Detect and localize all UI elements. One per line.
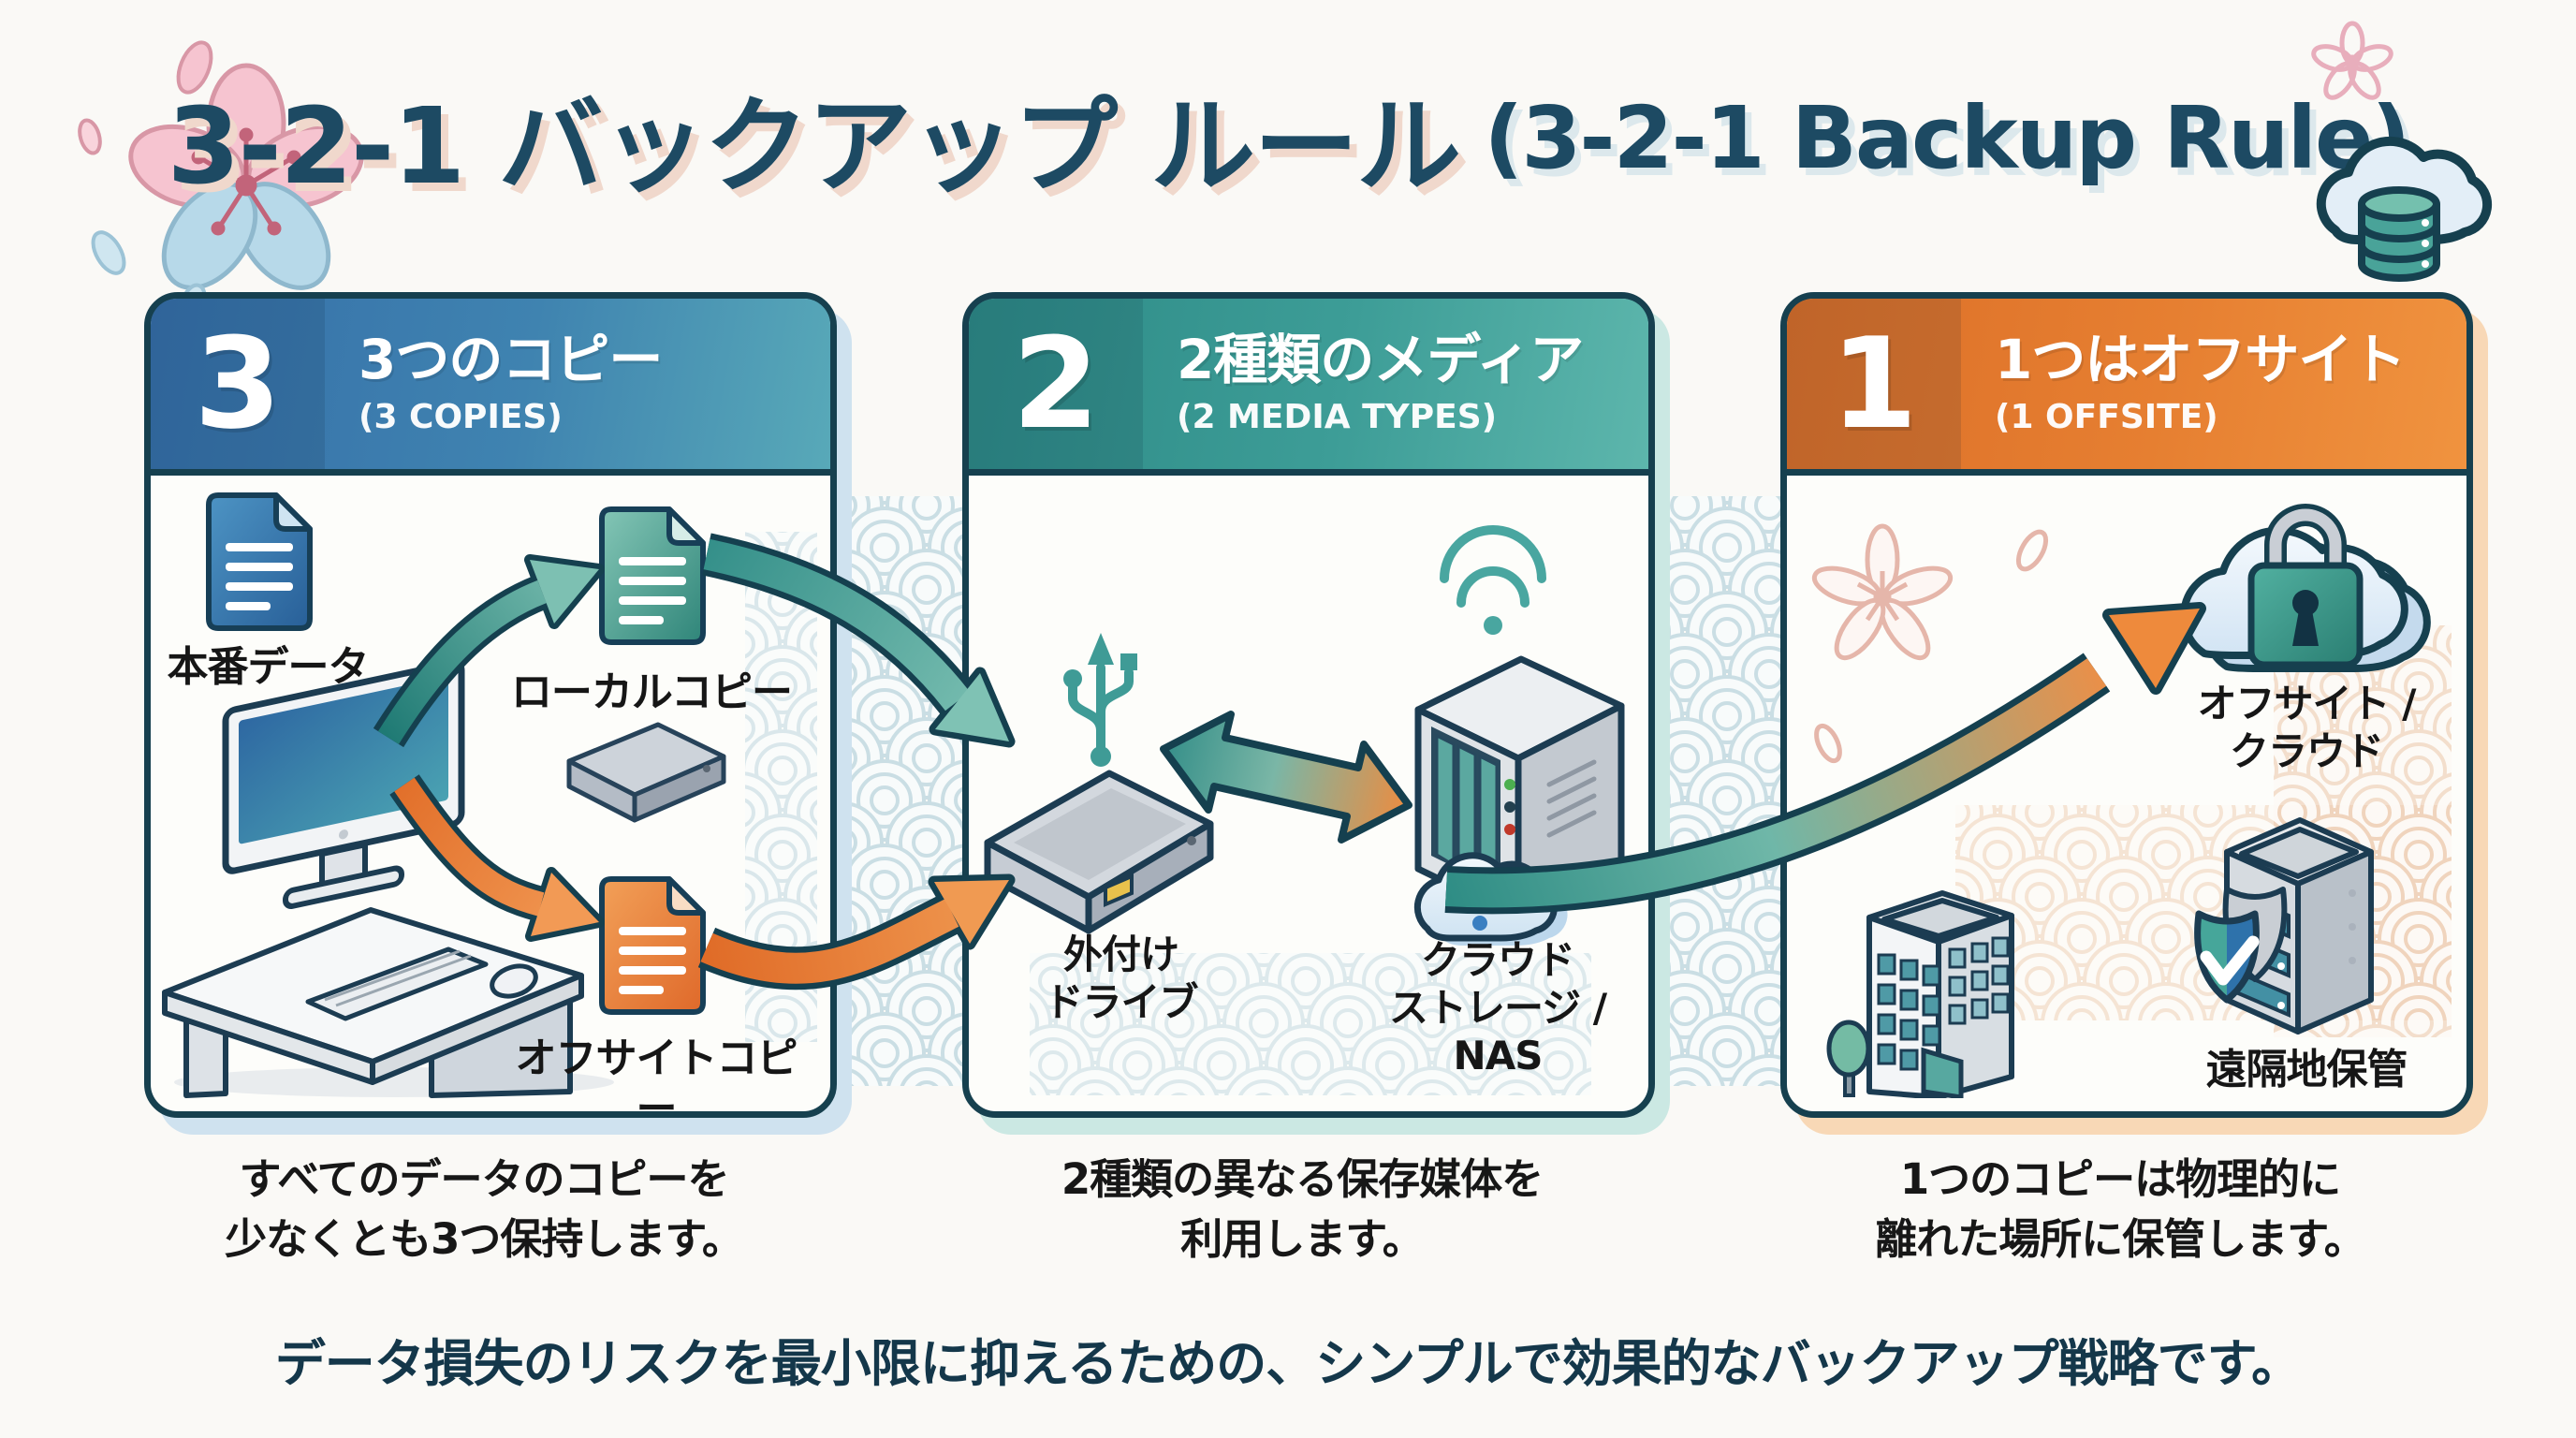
document-icon-offsite	[599, 876, 706, 1015]
label-local-copy: ローカルコピー	[510, 668, 793, 716]
tree-icon	[1826, 1020, 1871, 1097]
hard-drive-icon	[566, 722, 726, 823]
caption-3-copies: すべてのデータのコピーを少なくとも3つ保持します。	[225, 1154, 744, 1264]
usb-icon	[1068, 663, 1134, 757]
title-japanese: 3-2-1 バックアップ ルール	[167, 86, 1462, 208]
strategy-summary: データ損失のリスクを最小限に抑えるための、シンプルで効果的なバックアップ戦略です…	[274, 1334, 2302, 1393]
wifi-icon	[1440, 525, 1546, 608]
caption-1-offsite: 1つのコピーは物理的に離れた場所に保管します。	[1875, 1154, 2366, 1264]
panel-1-offsite: 1 1つはオフサイト (1 OFFSITE)	[1780, 292, 2473, 1118]
label-offsite-cloud: オフサイト / クラウド	[2197, 681, 2417, 775]
page-title: 3-2-1 バックアップ ルール (3-2-1 Backup Rule)	[0, 39, 2576, 236]
title-english: (3-2-1 Backup Rule)	[1484, 87, 2410, 188]
label-cloud-storage-nas: クラウド ストレージ / NAS	[1388, 937, 1607, 1079]
panel-heading-jp: 3つのコピー	[359, 328, 663, 392]
label-production-data: 本番データ	[167, 643, 370, 691]
server-shield-icon	[2194, 817, 2374, 1034]
panel-2-media-header: 2 2種類のメディア (2 MEDIA TYPES)	[969, 299, 1648, 476]
panel-2-media-types: 2 2種類のメディア (2 MEDIA TYPES)	[962, 292, 1655, 1118]
desktop-computer-icon	[162, 659, 614, 1098]
panel-3-copies-header: 3 3つのコピー (3 COPIES)	[151, 299, 830, 476]
panel3-illustration	[1811, 504, 2452, 1098]
panel-number-2: 2	[969, 299, 1143, 469]
label-remote-storage: 遠隔地保管	[2205, 1046, 2408, 1093]
panel-1-offsite-header: 1 1つはオフサイト (1 OFFSITE)	[1787, 299, 2466, 476]
panel1-illustration	[162, 492, 817, 1098]
panel-number-1: 1	[1787, 299, 1961, 469]
sakura-outline-icon	[1811, 523, 2049, 764]
panel-heading-en: (2 MEDIA TYPES)	[1177, 397, 1498, 436]
panel-number-3: 3	[151, 299, 325, 469]
panel-heading-en: (3 COPIES)	[359, 397, 563, 436]
caption-2-media: 2種類の異なる保存媒体を利用します。	[1061, 1154, 1544, 1264]
label-offsite-copy: オフサイトコピー	[515, 1034, 798, 1133]
panel-3-copies: 3 3つのコピー (3 COPIES)	[144, 292, 837, 1133]
panel-heading-en: (1 OFFSITE)	[1995, 397, 2218, 436]
cloud-lock-icon	[2180, 504, 2431, 672]
document-icon-production	[206, 492, 313, 631]
panel-heading-jp: 2種類のメディア	[1177, 328, 1584, 392]
panel-heading-jp: 1つはオフサイト	[1995, 328, 2406, 392]
label-external-drive: 外付け ドライブ	[1044, 932, 1198, 1026]
